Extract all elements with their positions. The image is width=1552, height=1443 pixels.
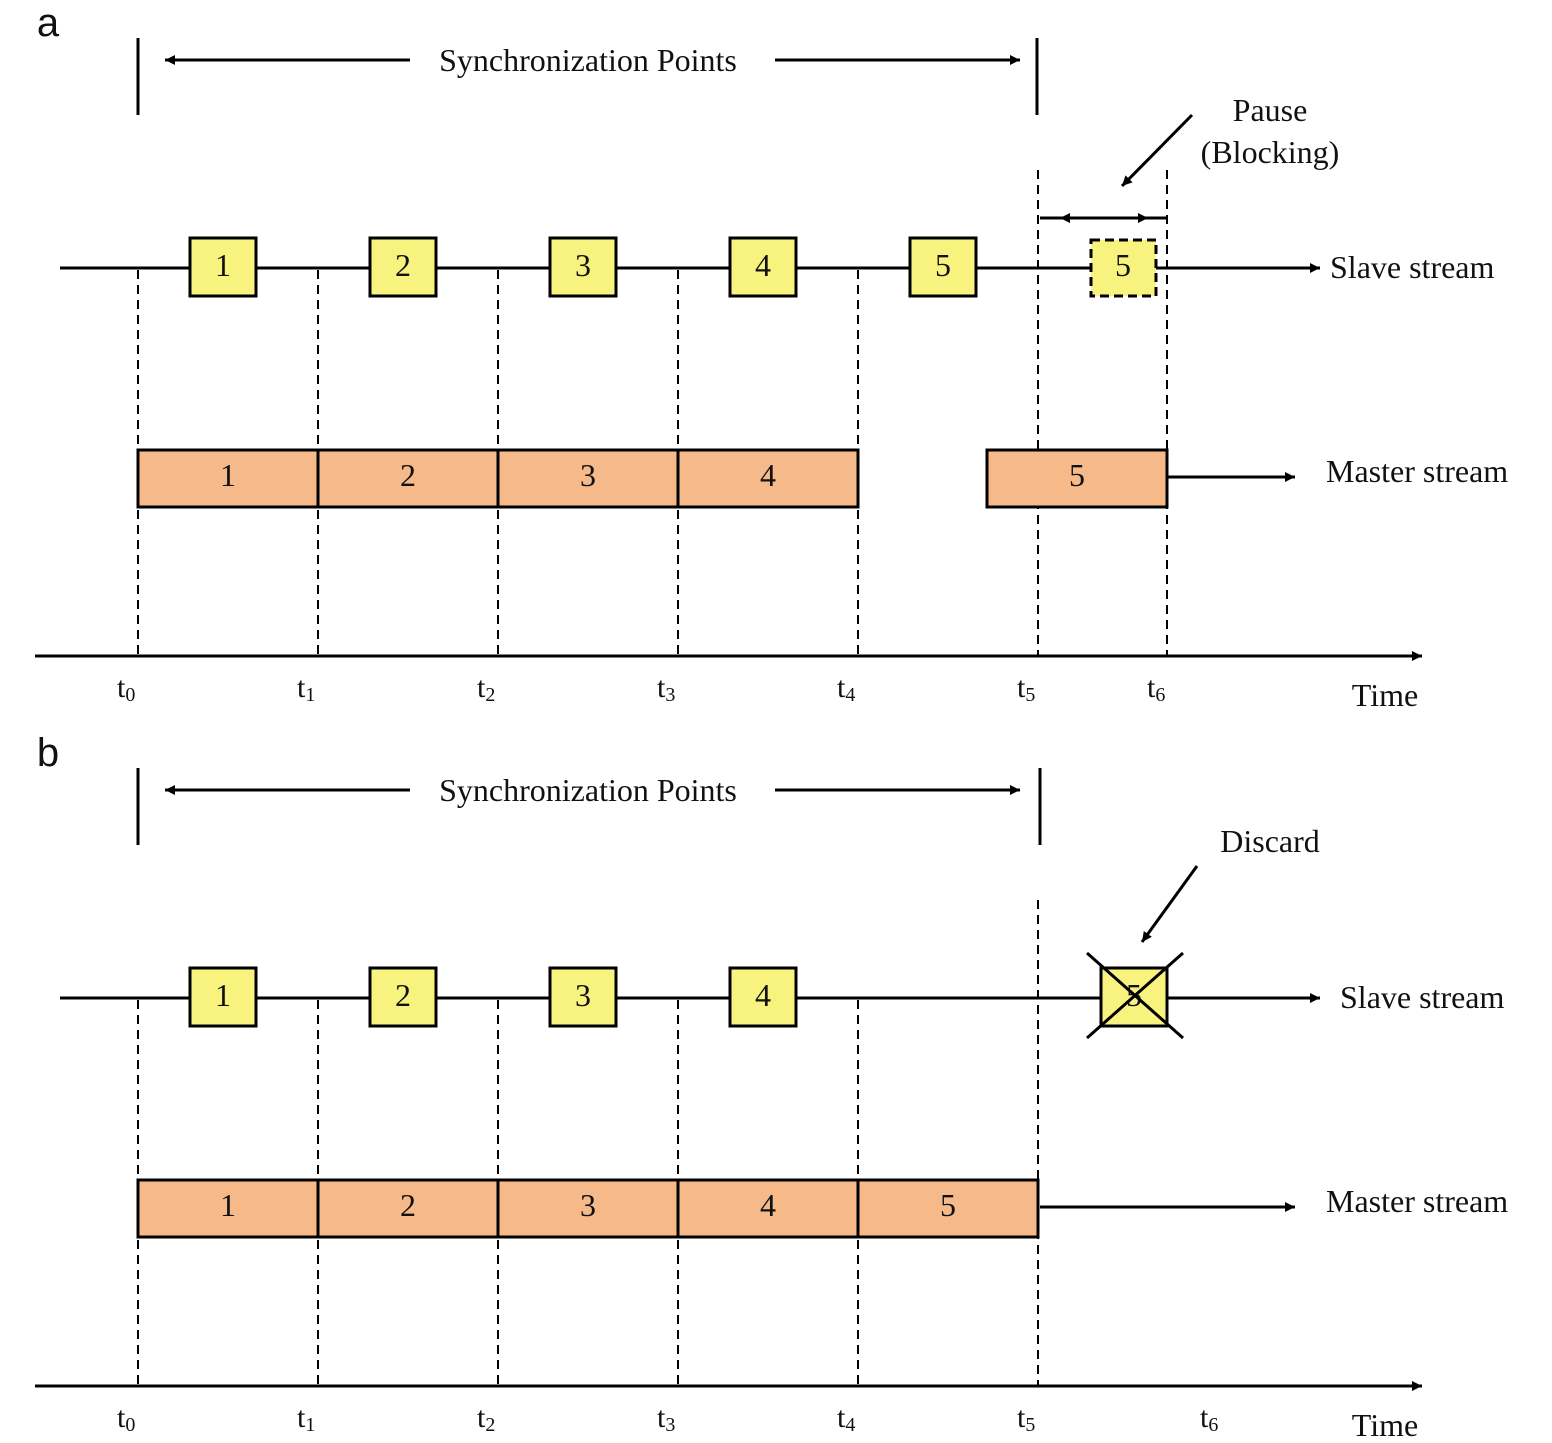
slave-box <box>188 966 258 1028</box>
discard-pointer-arrow <box>1140 865 1199 943</box>
time-tick-label: t2 <box>477 1401 495 1436</box>
time-tick-label: t6 <box>1200 1401 1218 1436</box>
slave-box-label: 2 <box>395 977 411 1013</box>
discard-label: Discard <box>1220 823 1320 859</box>
slave-box-label: 5 <box>935 247 951 283</box>
time-tick-base: t <box>1017 1401 1026 1434</box>
slave-box-dashed <box>1089 238 1158 298</box>
time-tick-base: t <box>1147 671 1156 704</box>
time-tick-subscript: 5 <box>1025 684 1035 706</box>
slave-box <box>728 966 798 1028</box>
slave-box-label: 4 <box>755 247 771 283</box>
discard-cross-line <box>1086 951 1184 1040</box>
time-tick-subscript: 3 <box>665 684 675 706</box>
master-box <box>985 448 1169 509</box>
time-tick-base: t <box>657 671 666 704</box>
time-tick-subscript: 2 <box>485 684 495 706</box>
slave-box-label: 2 <box>395 247 411 283</box>
master-box-label: 1 <box>220 1187 236 1223</box>
time-tick-label: t4 <box>837 671 855 706</box>
pause-pointer-arrow <box>1120 113 1194 188</box>
slave-box <box>548 236 618 298</box>
slave-stream-label: Slave stream <box>1330 249 1495 285</box>
time-tick-label: t2 <box>477 671 495 706</box>
slave-box-label: 5 <box>1115 247 1131 283</box>
time-tick-label: t1 <box>297 1401 315 1436</box>
time-tick-label: t0 <box>117 1401 135 1436</box>
time-tick-subscript: 4 <box>845 684 855 706</box>
master-stream-label: Master stream <box>1326 453 1508 489</box>
master-box-label: 3 <box>580 1187 596 1223</box>
time-tick-subscript: 1 <box>305 684 315 706</box>
master-box <box>316 1178 500 1239</box>
time-tick-base: t <box>297 1401 306 1434</box>
slave-box <box>728 236 798 298</box>
time-tick-base: t <box>837 671 846 704</box>
slave-box-label: 3 <box>575 247 591 283</box>
master-box <box>136 448 320 509</box>
time-tick-label: t6 <box>1147 671 1165 706</box>
time-tick-label: t3 <box>657 1401 675 1436</box>
master-box-label: 1 <box>220 457 236 493</box>
master-box-label: 2 <box>400 1187 416 1223</box>
time-tick-subscript: 6 <box>1155 684 1165 706</box>
time-tick-base: t <box>1200 1401 1209 1434</box>
time-tick-base: t <box>477 671 486 704</box>
time-tick-base: t <box>477 1401 486 1434</box>
pause-label: Pause <box>1233 92 1308 128</box>
slave-stream-label: Slave stream <box>1340 979 1505 1015</box>
slave-box-label: 1 <box>215 247 231 283</box>
slave-box <box>188 236 258 298</box>
time-tick-subscript: 3 <box>665 1414 675 1436</box>
time-tick-subscript: 5 <box>1025 1414 1035 1436</box>
time-tick-subscript: 0 <box>125 1414 135 1436</box>
slave-box <box>368 966 438 1028</box>
master-box <box>676 1178 860 1239</box>
slave-box <box>368 236 438 298</box>
slave-box-label: 1 <box>215 977 231 1013</box>
time-tick-base: t <box>117 671 126 704</box>
time-tick-subscript: 0 <box>125 684 135 706</box>
time-tick-label: t4 <box>837 1401 855 1436</box>
master-box-label: 3 <box>580 457 596 493</box>
slave-box <box>908 236 978 298</box>
time-tick-base: t <box>1017 671 1026 704</box>
master-box <box>676 448 860 509</box>
panel-letter: b <box>37 731 59 775</box>
sync-points-label: Synchronization Points <box>439 42 737 78</box>
time-tick-base: t <box>297 671 306 704</box>
time-tick-subscript: 2 <box>485 1414 495 1436</box>
sync-points-label: Synchronization Points <box>439 772 737 808</box>
master-box-label: 4 <box>760 457 776 493</box>
time-tick-label: t1 <box>297 671 315 706</box>
time-tick-base: t <box>117 1401 126 1434</box>
panel-letter: a <box>37 1 60 45</box>
time-axis-label: Time <box>1352 677 1418 713</box>
master-stream-label: Master stream <box>1326 1183 1508 1219</box>
time-axis-label: Time <box>1352 1407 1418 1443</box>
master-box-label: 5 <box>1069 457 1085 493</box>
master-box <box>496 448 680 509</box>
master-box-label: 2 <box>400 457 416 493</box>
time-tick-subscript: 4 <box>845 1414 855 1436</box>
slave-box-label: 4 <box>755 977 771 1013</box>
time-tick-label: t5 <box>1017 1401 1035 1436</box>
time-tick-label: t3 <box>657 671 675 706</box>
time-tick-label: t0 <box>117 671 135 706</box>
slave-box-label: 3 <box>575 977 591 1013</box>
time-tick-base: t <box>657 1401 666 1434</box>
time-tick-label: t5 <box>1017 671 1035 706</box>
slave-box <box>548 966 618 1028</box>
master-box-label: 5 <box>940 1187 956 1223</box>
master-box <box>856 1178 1040 1239</box>
time-tick-subscript: 1 <box>305 1414 315 1436</box>
pause-label: (Blocking) <box>1201 134 1340 170</box>
master-box-label: 4 <box>760 1187 776 1223</box>
time-tick-base: t <box>837 1401 846 1434</box>
time-tick-subscript: 6 <box>1208 1414 1218 1436</box>
